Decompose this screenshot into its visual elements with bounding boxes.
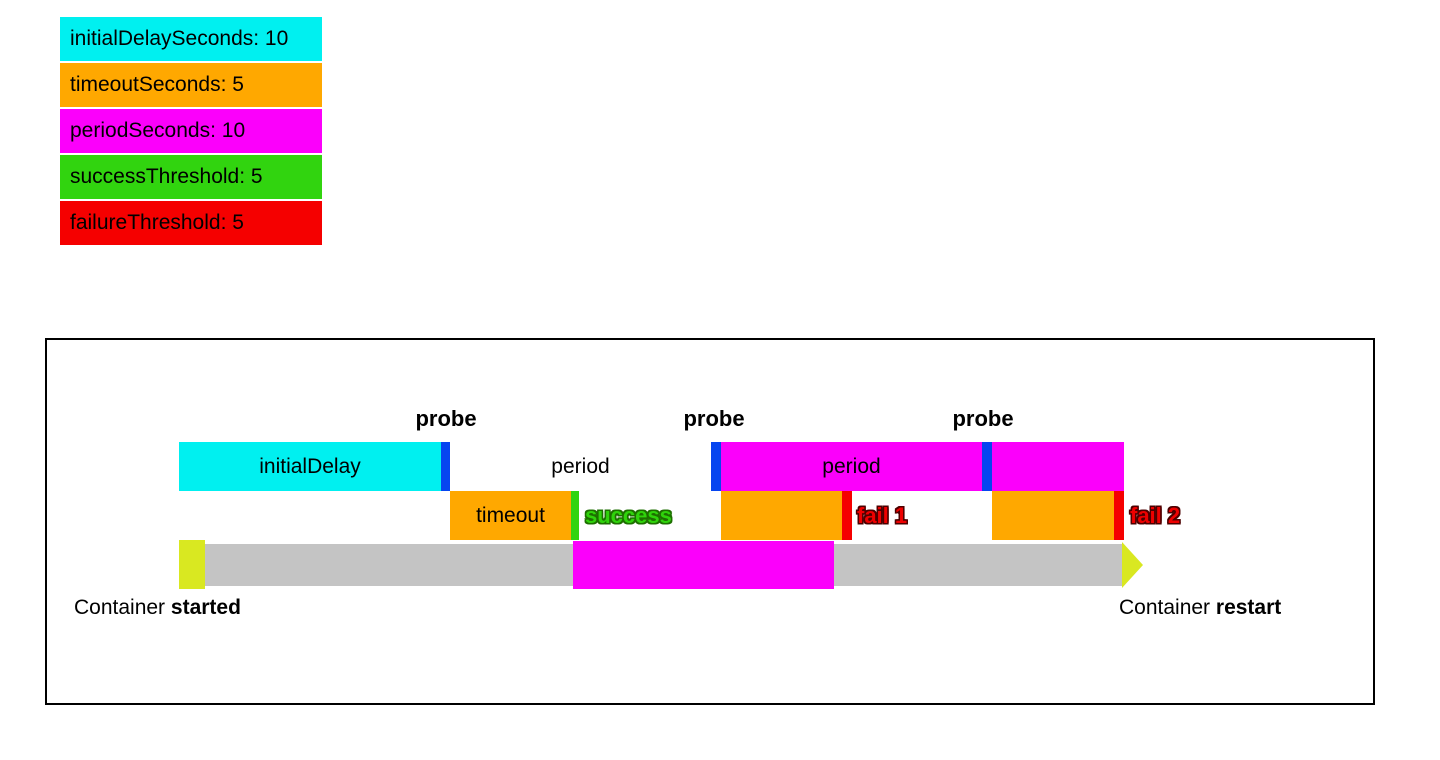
success-tick [571,491,579,540]
timeout-bar-2 [721,491,842,540]
timeout-bar-3 [992,491,1114,540]
period-bar-2 [992,442,1124,491]
fail-2-label: fail 2 [1130,502,1181,528]
container-start-block [179,540,205,589]
container-restart-label: Container restart [1119,596,1281,620]
container-started-prefix: Container [74,596,171,619]
period-bar: period [721,442,982,491]
fail-tick-1 [842,491,852,540]
timeline-diagram-box: probe probe probe initialDelay period pe… [45,338,1375,705]
legend-item-failure-threshold: failureThreshold: 5 [60,201,322,245]
legend-item-timeout-seconds: timeoutSeconds: 5 [60,63,322,107]
probe-label-1: probe [415,406,477,431]
legend-item-initial-delay-seconds: initialDelaySeconds: 10 [60,17,322,61]
timeout-bar-1: timeout [450,491,571,540]
probe-tick-2 [711,442,721,491]
legend-item-period-seconds: periodSeconds: 10 [60,109,322,153]
container-restart-bold: restart [1215,596,1282,619]
probe-tick-3 [982,442,992,491]
probe-config-legend: initialDelaySeconds: 10 timeoutSeconds: … [60,17,322,247]
initial-delay-bar: initialDelay [179,442,441,491]
container-started-label: Container started [74,596,241,620]
legend-item-success-threshold: successThreshold: 5 [60,155,322,199]
fail-1-label: fail 1 [857,502,908,528]
probe-tick-1 [441,442,450,491]
container-restart-prefix: Container [1119,596,1216,619]
container-started-bold: started [170,596,241,619]
probe-label-3: probe [952,406,1014,431]
container-period-overlay [573,541,834,589]
success-label: success [585,502,672,528]
probe-label-2: probe [683,406,745,431]
fail-tick-2 [1114,491,1124,540]
period-gap-label: period [551,454,610,478]
restart-arrow-icon [1122,542,1143,588]
